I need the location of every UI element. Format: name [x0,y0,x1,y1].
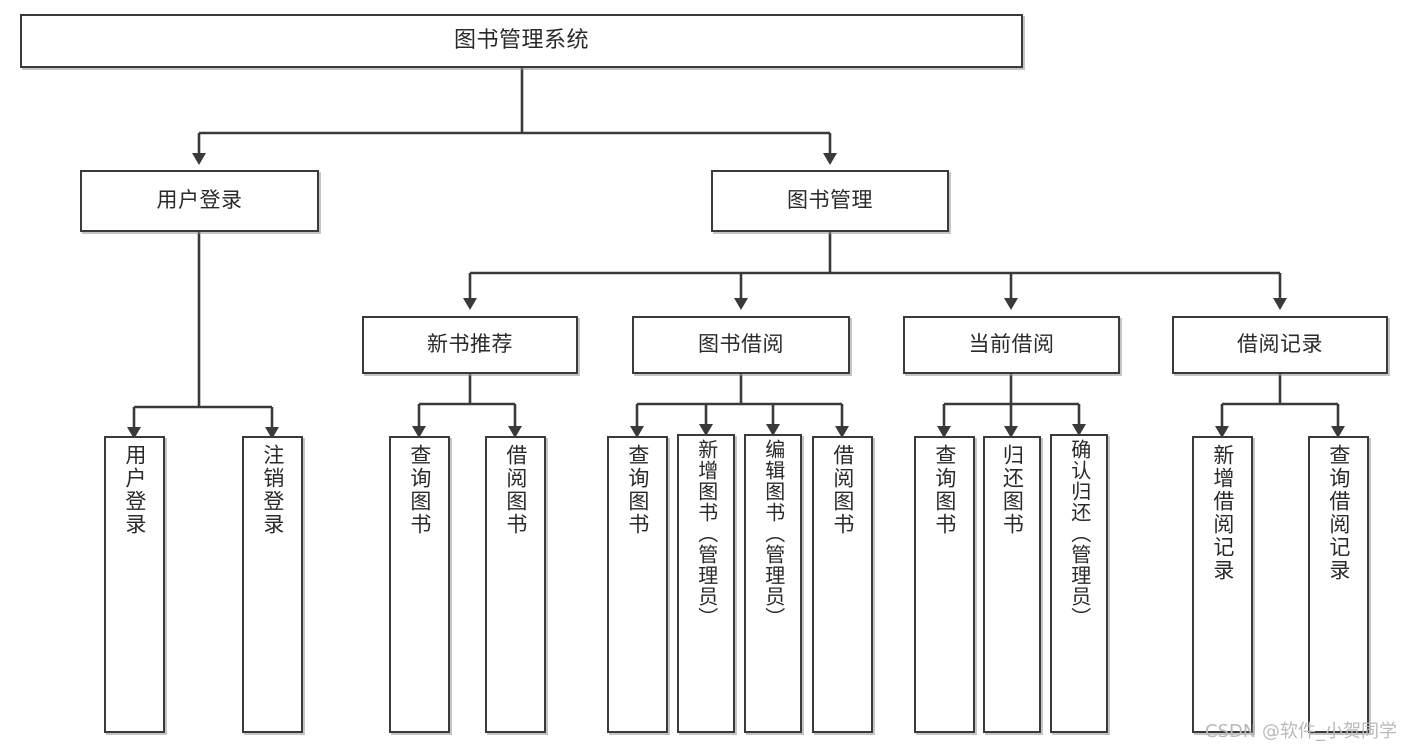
node-label: 图书借阅 [698,332,784,357]
node-label: 查询图书 [932,444,957,536]
leaf-bookborrow-query-book[interactable]: 查询图书 [607,436,668,733]
leaf-bookborrow-borrow-book[interactable]: 借阅图书 [812,436,873,733]
leaf-borrowrecord-query-record[interactable]: 查询借阅记录 [1308,436,1369,733]
node-user-login[interactable]: 用户登录 [80,170,319,232]
node-label: 图书管理系统 [453,27,589,53]
node-label: 图书管理 [787,188,873,213]
node-label: 用户登录 [122,444,147,536]
node-label: 新增图书（管理员） [694,439,719,628]
node-label: 借阅图书 [503,444,528,536]
leaf-bookborrow-add-book-admin[interactable]: 新增图书（管理员） [677,434,735,733]
node-borrow-record[interactable]: 借阅记录 [1172,316,1388,374]
leaf-bookborrow-edit-book-admin[interactable]: 编辑图书（管理员） [744,434,802,733]
node-label: 借阅记录 [1237,332,1323,357]
csdn-watermark: CSDN @软件_小贺同学 [1204,721,1397,742]
leaf-newbook-query-book[interactable]: 查询图书 [389,436,450,733]
leaf-newbook-borrow-book[interactable]: 借阅图书 [485,436,546,733]
node-label: 当前借阅 [968,332,1055,357]
node-book-borrow[interactable]: 图书借阅 [632,316,850,374]
leaf-currentborrow-return-book[interactable]: 归还图书 [983,436,1041,733]
node-label: 注销登录 [260,444,285,536]
node-label: 查询图书 [407,444,432,536]
node-label: 查询借阅记录 [1326,444,1351,582]
leaf-currentborrow-query-book[interactable]: 查询图书 [914,436,975,733]
node-label: 借阅图书 [830,444,855,536]
node-new-book-recommend[interactable]: 新书推荐 [362,316,578,374]
leaf-borrowrecord-add-record[interactable]: 新增借阅记录 [1192,436,1253,733]
node-book-management[interactable]: 图书管理 [711,170,949,232]
node-label: 用户登录 [156,188,243,213]
node-root-system[interactable]: 图书管理系统 [20,14,1023,68]
leaf-logout[interactable]: 注销登录 [242,436,303,733]
node-label: 归还图书 [1000,444,1025,536]
node-current-borrow[interactable]: 当前借阅 [903,316,1120,374]
leaf-currentborrow-confirm-return-admin[interactable]: 确认归还（管理员） [1050,434,1108,733]
node-label: 编辑图书（管理员） [761,439,786,628]
node-label: 新书推荐 [427,332,513,357]
node-label: 查询图书 [625,444,650,536]
leaf-user-login[interactable]: 用户登录 [104,436,165,733]
node-label: 确认归还（管理员） [1067,439,1092,628]
node-label: 新增借阅记录 [1210,444,1235,582]
